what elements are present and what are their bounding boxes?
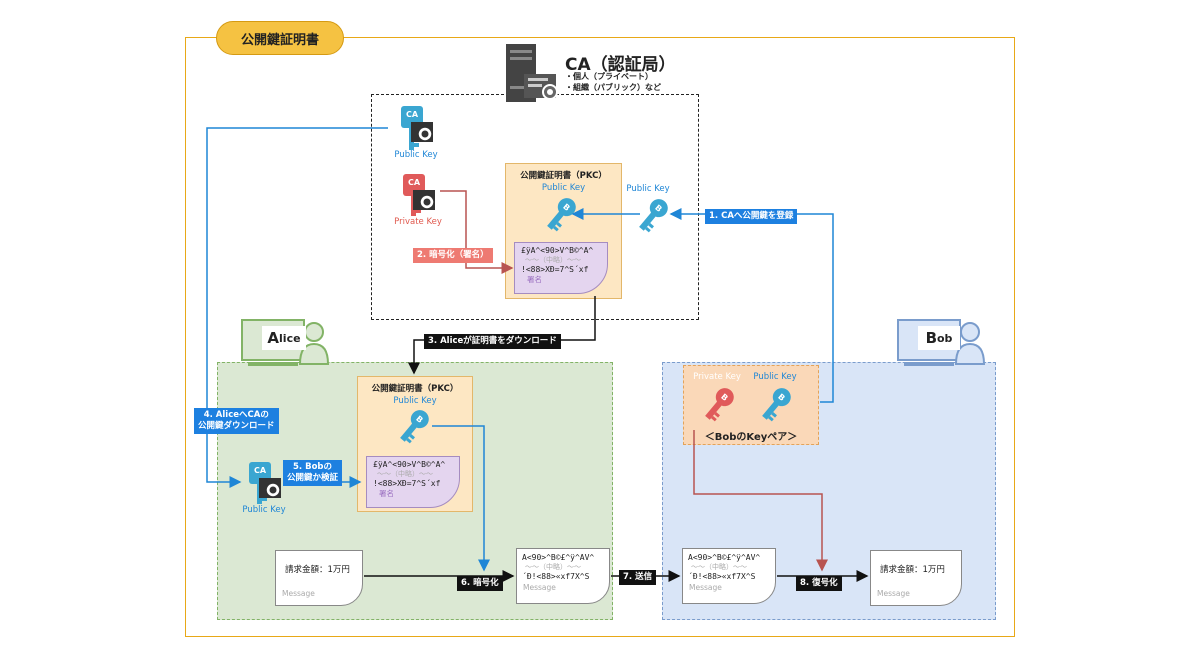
ca-badge: CA xyxy=(405,110,419,119)
alice-initial: A xyxy=(267,329,280,347)
ca-private-key-label: Private Key xyxy=(394,217,442,227)
step-8-label: 8. 復号化 xyxy=(796,576,842,591)
ca-title: CA（認証局） xyxy=(565,55,676,75)
ca-public-key-icon: CA xyxy=(395,104,437,154)
decrypted-message-text: 請求金額：1万円 xyxy=(880,565,945,575)
bob-keypair-label: ＜BobのKeyペア＞ xyxy=(704,432,798,443)
pkc-top-sig-label: 署名 xyxy=(527,275,542,284)
bob-name-rest: ob xyxy=(937,331,953,345)
step-7-label: 7. 送信 xyxy=(619,570,657,585)
step-4-label: 4. AliceへCAの 公開鍵ダウンロード xyxy=(194,408,279,434)
plain-message-doc: 請求金額：1万円 Message xyxy=(275,550,363,606)
step-4-line2: 公開鍵ダウンロード xyxy=(198,421,275,431)
alice-ca-badge: CA xyxy=(253,466,267,475)
diagram-title: 公開鍵証明書 xyxy=(216,21,344,55)
enc-alice-caption: Message xyxy=(523,583,556,592)
enc-alice-mid: 〜〜（中略）〜〜 xyxy=(525,563,581,571)
encrypted-message-bob-doc: A<90>^B©£^ÿ^AV^ 〜〜（中略）〜〜 ´Ð!<88>«xf7X^S … xyxy=(682,548,776,604)
enc-alice-line1: A<90>^B©£^ÿ^AV^ xyxy=(522,553,595,562)
pkc-top-title: 公開鍵証明書（PKC） xyxy=(520,171,607,181)
plain-message-text: 請求金額：1万円 xyxy=(285,565,350,575)
pkc-top-key-icon: B xyxy=(547,198,576,232)
alice-ca-public-key-icon: CA xyxy=(243,460,285,506)
decrypted-message-caption: Message xyxy=(877,589,910,598)
pkc-top-sig-line1: £ÿA^<90>V^B©^A^ xyxy=(521,246,594,255)
pkc-alice-key-icon: B xyxy=(400,410,429,444)
ca-server-icon xyxy=(506,44,558,102)
svg-text:B: B xyxy=(414,414,424,425)
step-5-label: 5. Bobの 公開鍵か検証 xyxy=(283,460,343,486)
pkc-top-key-label: Public Key xyxy=(541,183,586,193)
pkc-alice-title: 公開鍵証明書（PKC） xyxy=(371,384,459,394)
step-5-line1: 5. Bobの xyxy=(293,462,333,472)
ca-subtitle-organization: ・組織（パブリック）など xyxy=(565,83,661,92)
pkc-alice-signature: £ÿA^<90>V^B©^A^ 〜〜（中略）〜〜 !<88>XÐ=7^S´xf … xyxy=(366,456,460,508)
outer-frame xyxy=(185,37,1015,637)
ca-private-key-icon: CA xyxy=(397,172,439,218)
ca-subtitle-individual: ・個人（プライベート） xyxy=(565,72,653,81)
enc-bob-mid: 〜〜（中略）〜〜 xyxy=(691,563,747,571)
ca-public-key-label: Public Key xyxy=(394,150,438,160)
svg-text:B: B xyxy=(653,203,663,214)
plain-message-caption: Message xyxy=(282,589,315,598)
pkc-top-sig-mid: 〜〜（中略）〜〜 xyxy=(525,256,581,264)
pkc-alice-key-label: Public Key xyxy=(393,396,437,406)
svg-text:B: B xyxy=(561,202,571,213)
enc-alice-line2: ´Ð!<88>«xf7X^S xyxy=(522,572,590,581)
decrypted-message-doc: 請求金額：1万円 Message xyxy=(870,550,962,606)
step-2-label: 2. 暗号化（署名） xyxy=(413,248,493,263)
bob-key-ca-label: Public Key xyxy=(626,184,670,194)
pkc-top-signature: £ÿA^<90>V^B©^A^ 〜〜（中略）〜〜 !<88>XÐ=7^S´xf … xyxy=(514,242,608,294)
bob-private-key-label: Private Key xyxy=(693,372,741,382)
pkc-alice-sig-line1: £ÿA^<90>V^B©^A^ xyxy=(373,460,446,469)
pkc-top-sig-line2: !<88>XÐ=7^S´xf xyxy=(521,265,589,274)
enc-bob-line1: A<90>^B©£^ÿ^AV^ xyxy=(688,553,761,562)
bob-private-key-icon: B xyxy=(705,388,734,422)
pkc-alice-sig-label: 署名 xyxy=(379,489,394,498)
step-1-label: 1. CAへ公開鍵を登録 xyxy=(705,209,798,224)
bob-public-key-label: Public Key xyxy=(753,372,797,382)
step-3-label: 3. Aliceが証明書をダウンロード xyxy=(424,334,561,349)
enc-bob-caption: Message xyxy=(689,583,722,592)
enc-bob-line2: ´Ð!<88>«xf7X^S xyxy=(688,572,756,581)
alice-public-key-label: Public Key xyxy=(242,505,286,515)
encrypted-message-alice-doc: A<90>^B©£^ÿ^AV^ 〜〜（中略）〜〜 ´Ð!<88>«xf7X^S … xyxy=(516,548,610,604)
ca-private-badge: CA xyxy=(407,178,421,187)
bob-public-key-icon: B xyxy=(762,388,791,422)
step-6-label: 6. 暗号化 xyxy=(457,576,503,591)
pkc-alice-sig-line2: !<88>XÐ=7^S´xf xyxy=(373,479,441,488)
pkc-alice-sig-mid: 〜〜（中略）〜〜 xyxy=(377,470,433,478)
bob-initial: B xyxy=(925,329,937,347)
step-5-line2: 公開鍵か検証 xyxy=(287,473,339,483)
step-4-line1: 4. AliceへCAの xyxy=(203,410,269,420)
bob-key-ca-icon: B xyxy=(639,199,668,233)
alice-name-rest: lice xyxy=(279,331,301,345)
